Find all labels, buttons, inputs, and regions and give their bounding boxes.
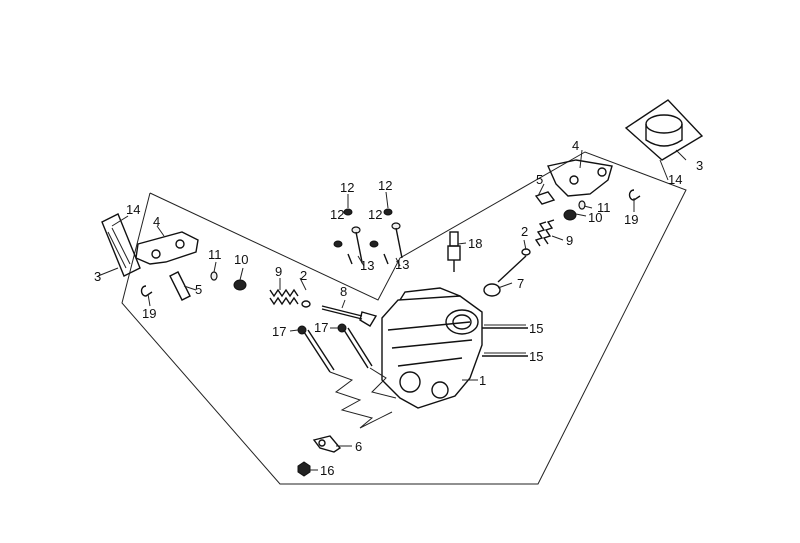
callout-4-left: 4 (153, 214, 160, 229)
bracket-plate-left (101, 213, 141, 277)
callout-9-right: 9 (566, 233, 573, 248)
clip-right (628, 189, 641, 201)
callout-12-b: 12 (330, 207, 344, 222)
callout-17-right: 17 (314, 320, 328, 335)
long-bolt-left (297, 325, 335, 373)
cylinder-head (381, 287, 483, 409)
callout-2-right: 2 (521, 224, 528, 239)
valve-cotter-right (578, 200, 586, 210)
callout-5-right: 5 (536, 172, 543, 187)
leader-lines (97, 149, 687, 471)
callout-19-right: 19 (624, 212, 638, 227)
callout-10-right: 10 (588, 210, 602, 225)
callout-17-left: 17 (272, 324, 286, 339)
callout-13-right: 13 (395, 257, 409, 272)
spring-seat-left (301, 300, 311, 308)
bracket (312, 435, 342, 453)
rocker-shaft-left (169, 271, 191, 301)
valve (321, 305, 378, 327)
callout-18: 18 (468, 236, 482, 251)
spring-retainer-right (563, 209, 577, 221)
valve-stem-seal (483, 255, 527, 297)
callout-11-right: 11 (597, 200, 611, 215)
callout-12-d: 12 (368, 207, 382, 222)
rocker-arm-bracket-left (135, 231, 199, 265)
rocker-shaft-right (534, 191, 556, 205)
callout-3-right: 3 (696, 158, 703, 173)
callout-12-a: 12 (340, 180, 354, 195)
callout-9-left: 9 (275, 264, 282, 279)
callout-19-left: 19 (142, 306, 156, 321)
callout-3-left: 3 (94, 269, 101, 284)
spring-retainer-left (233, 279, 247, 291)
valve-cotter-left (210, 271, 218, 281)
nut (297, 461, 311, 477)
cap-nuts (333, 208, 403, 265)
long-bolt-right (337, 323, 373, 369)
callout-14-left: 14 (126, 202, 140, 217)
callout-labels: 1 2 2 3 3 4 4 5 5 6 7 8 9 9 10 10 11 11 … (94, 138, 703, 478)
callout-7: 7 (517, 276, 524, 291)
valve-spring-right (534, 219, 555, 247)
callout-11-left: 11 (208, 247, 222, 262)
boundary-frame (121, 151, 687, 485)
callout-12-c: 12 (378, 178, 392, 193)
callout-8: 8 (340, 284, 347, 299)
callout-4-right: 4 (572, 138, 579, 153)
spark-plug (447, 231, 461, 272)
callout-2-left: 2 (300, 268, 307, 283)
valve-spring-left (269, 288, 299, 306)
callout-15-upper: 15 (529, 321, 543, 336)
callout-15-lower: 15 (529, 349, 543, 364)
callout-14-right: 14 (668, 172, 682, 187)
bracket-plate-right (624, 99, 704, 161)
rocker-arm-bracket-right (547, 159, 613, 197)
callout-1: 1 (479, 373, 486, 388)
callout-5-left: 5 (195, 282, 202, 297)
callout-6: 6 (355, 439, 362, 454)
callout-13-left: 13 (360, 258, 374, 273)
clip-left (140, 285, 153, 297)
callout-10-left: 10 (234, 252, 248, 267)
callout-16: 16 (320, 463, 334, 478)
